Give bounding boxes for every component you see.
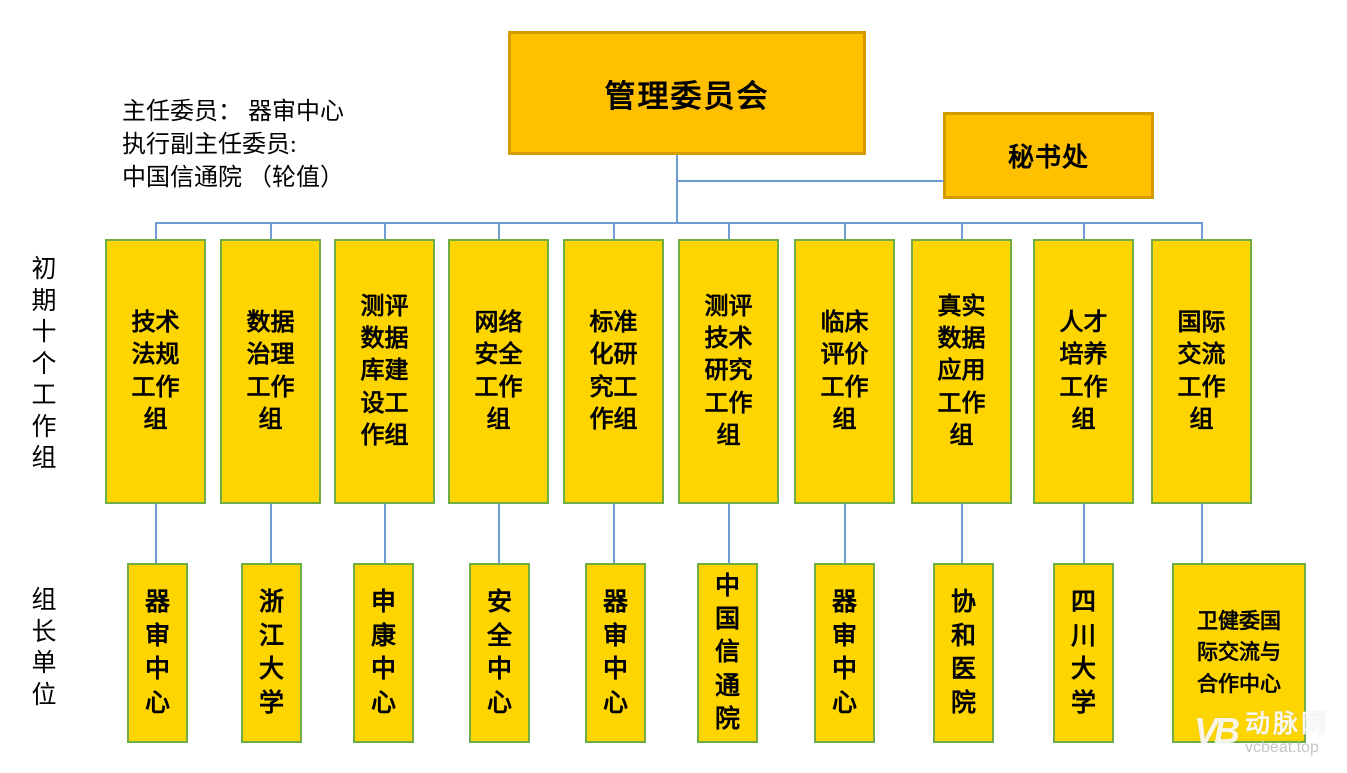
node-group-clinical-eval: 临床 评价 工作 组	[794, 239, 895, 504]
watermark-name: 动脉网	[1245, 711, 1330, 738]
connector-stub-top	[728, 222, 730, 239]
node-group-eval-database: 测评 数据 库建 设工 作组	[334, 239, 435, 504]
connector-stub-top	[613, 222, 615, 239]
node-group-real-world-data: 真实 数据 应用 工作 组	[911, 239, 1012, 504]
node-leader-security-center: 安 全 中 心	[469, 563, 530, 743]
connector-stub-mid	[384, 504, 386, 563]
connector-trunk	[155, 222, 1203, 224]
connector-stub-top	[498, 222, 500, 239]
connector-stub-mid	[498, 504, 500, 563]
connector-stub-mid	[961, 504, 963, 563]
node-group-tech-regulation: 技术 法规 工作 组	[105, 239, 206, 504]
node-group-standardization: 标准 化研 究工 作组	[563, 239, 664, 504]
watermark: VB 动脉网 vcbeat.top	[1194, 712, 1329, 757]
chair-note: 主任委员： 器审中心 执行副主任委员: 中国信通院 （轮值）	[122, 99, 344, 191]
connector-stub-mid	[844, 504, 846, 563]
connector-stub-mid	[728, 504, 730, 563]
connector-stub-top	[270, 222, 272, 239]
node-leader-xiehe-hospital: 协 和 医 院	[933, 563, 994, 743]
row-label-working-groups: 初 期 十 个 工 作 组	[31, 256, 57, 472]
node-leader-qishen-center-2: 器 审 中 心	[585, 563, 646, 743]
watermark-url: vcbeat.top	[1245, 739, 1319, 756]
node-management-committee: 管理委员会	[508, 31, 866, 155]
node-leader-caict: 中 国 信 通 院	[697, 563, 758, 743]
connector-stub-mid	[1083, 504, 1085, 563]
node-group-eval-tech-research: 测评 技术 研究 工作 组	[678, 239, 779, 504]
node-leader-nhc-intl-center: 卫健委国 际交流与 合作中心	[1172, 563, 1306, 743]
node-group-talent-training: 人才 培养 工作 组	[1033, 239, 1134, 504]
connector-stub-top	[384, 222, 386, 239]
node-leader-sichuan-univ: 四 川 大 学	[1053, 563, 1114, 743]
node-group-network-security: 网络 安全 工作 组	[448, 239, 549, 504]
connector-stub-top	[1201, 222, 1203, 239]
connector-stub-mid	[155, 504, 157, 563]
connector-stub-top	[961, 222, 963, 239]
node-secretariat: 秘书处	[943, 112, 1154, 199]
connector-stub-top	[155, 222, 157, 239]
node-group-data-governance: 数据 治理 工作 组	[220, 239, 321, 504]
node-leader-zhejiang-univ: 浙 江 大 学	[241, 563, 302, 743]
node-leader-qishen-center-3: 器 审 中 心	[814, 563, 875, 743]
node-leader-shenkang-center: 申 康 中 心	[353, 563, 414, 743]
connector-stub-mid	[613, 504, 615, 563]
connector-stub-mid	[1201, 504, 1203, 563]
node-leader-qishen-center-1: 器 审 中 心	[127, 563, 188, 743]
connector-stub-mid	[270, 504, 272, 563]
connector-secretariat-branch	[676, 180, 944, 182]
connector-stub-top	[1083, 222, 1085, 239]
node-group-intl-exchange: 国际 交流 工作 组	[1151, 239, 1252, 504]
connector-stub-top	[844, 222, 846, 239]
row-label-leader-units: 组 长 单 位	[31, 587, 57, 709]
vcbeat-logo-icon: VB	[1194, 710, 1240, 751]
connector-committee-drop	[676, 155, 678, 224]
